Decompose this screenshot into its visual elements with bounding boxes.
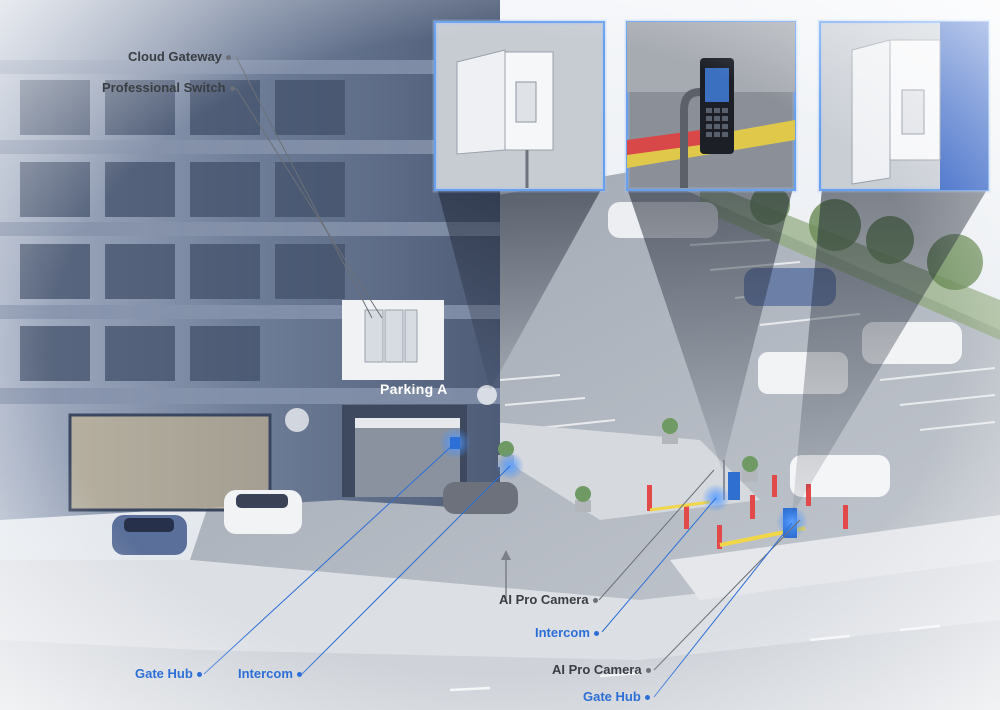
label-intercom-right: Intercom [535, 625, 603, 641]
label-text: Intercom [535, 625, 590, 640]
callout-dot-icon [593, 631, 599, 637]
callout-dot-icon [196, 672, 202, 678]
callout-dot-icon [645, 668, 651, 674]
label-intercom-left: Intercom [238, 666, 306, 682]
label-ai-pro-camera-2: AI Pro Camera [552, 662, 655, 678]
label-text: Gate Hub [135, 666, 193, 681]
label-ai-pro-camera-1: AI Pro Camera [499, 592, 602, 608]
label-text: AI Pro Camera [499, 592, 589, 607]
callout-dot-icon [229, 86, 235, 92]
label-text: AI Pro Camera [552, 662, 642, 677]
callout-dot-icon [296, 672, 302, 678]
callout-dot-icon [225, 55, 231, 61]
label-gate-hub-left: Gate Hub [135, 666, 206, 682]
label-text: Intercom [238, 666, 293, 681]
label-professional-switch: Professional Switch [102, 80, 239, 96]
label-cloud-gateway: Cloud Gateway [128, 49, 235, 65]
parking-sign: Parking A [380, 381, 448, 397]
callout-dot-icon [592, 598, 598, 604]
label-text: Cloud Gateway [128, 49, 222, 64]
callout-dot-icon [644, 695, 650, 701]
label-text: Gate Hub [583, 689, 641, 704]
label-gate-hub-right: Gate Hub [583, 689, 654, 705]
label-text: Professional Switch [102, 80, 226, 95]
